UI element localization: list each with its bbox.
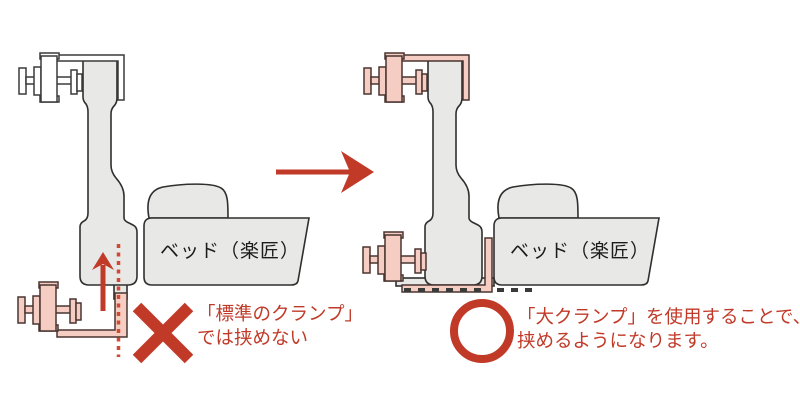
after-caption-line2: 挟めるようになります。 — [517, 331, 719, 352]
large-clamp-frame — [401, 237, 493, 293]
transition-arrow-icon — [276, 151, 374, 193]
standard-clamp-screw — [17, 281, 82, 332]
standard-clamp — [17, 281, 128, 338]
right-upper-clamp — [363, 52, 470, 103]
bed-label: ベッド（楽匠） — [510, 240, 650, 262]
left-upper-clamp — [18, 52, 125, 103]
large-clamp — [362, 231, 493, 293]
up-arrow-icon — [92, 252, 114, 311]
pole — [79, 57, 138, 286]
before-caption-line2: では挟めない — [197, 328, 308, 349]
cross-mark-icon — [132, 302, 194, 364]
after-illustration: ベッド（楽匠） 「大クランプ」を使用することで、 挟めるようになります。 — [362, 52, 800, 363]
standard-clamp-frame — [56, 292, 128, 338]
bed — [493, 183, 660, 286]
bed-rail-teeth — [404, 288, 532, 292]
circle-mark-icon — [450, 299, 514, 363]
after-caption-line1: 「大クランプ」を使用することで、 — [517, 307, 800, 328]
bed-label: ベッド（楽匠） — [160, 240, 300, 262]
bed — [143, 183, 310, 286]
large-clamp-screw — [362, 231, 427, 282]
before-illustration: ベッド（楽匠） 「標準のクランプ」 では挟めない — [17, 52, 363, 364]
pole — [424, 57, 483, 286]
before-caption-line1: 「標準のクランプ」 — [197, 304, 363, 325]
